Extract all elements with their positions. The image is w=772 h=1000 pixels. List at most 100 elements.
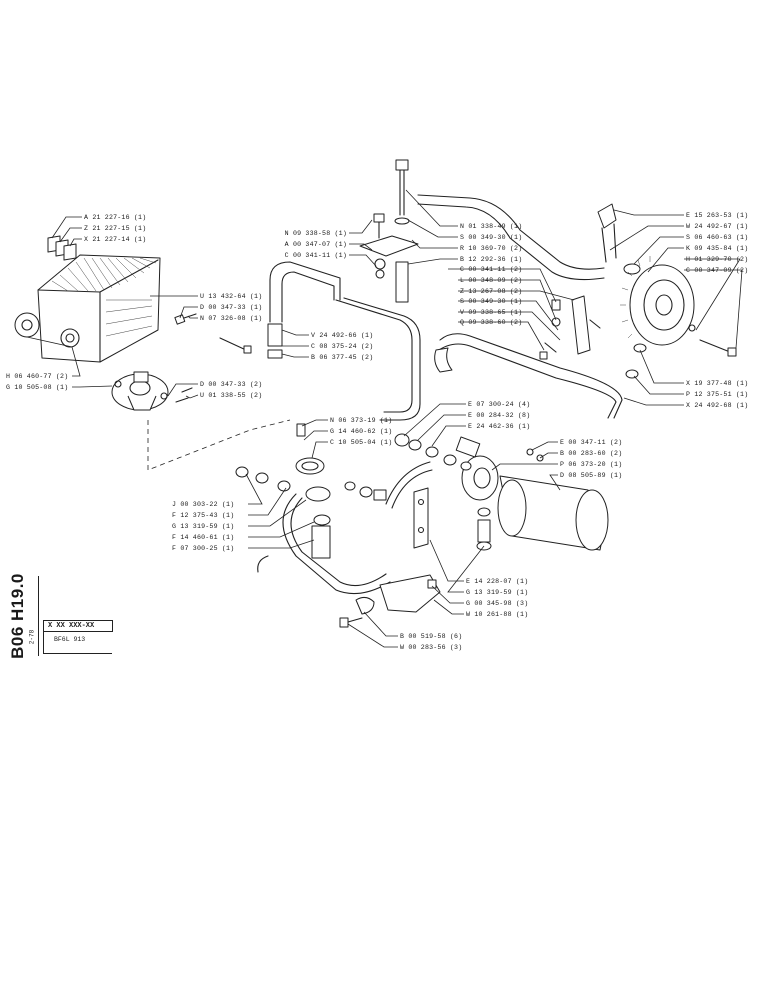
part-label: Q 09 338-60 (2) <box>460 319 522 326</box>
dashed-line-drawing <box>147 419 291 471</box>
callout-labels: A 21 227-16 (1)Z 21 227-15 (1)X 21 227-1… <box>6 212 748 651</box>
part-label: S 06 460-63 (1) <box>686 234 748 241</box>
part-label: Z 13 267-08 (2) <box>460 288 522 295</box>
part-label: N 01 338-49 (1) <box>460 223 522 230</box>
leader-line <box>458 311 561 341</box>
part-label: G 13 319-59 (1) <box>172 523 234 530</box>
gasket-plates-drawing <box>47 235 77 261</box>
part-label: K 09 435-84 (1) <box>686 245 748 252</box>
leader-line <box>684 258 741 331</box>
leader-lines <box>26 189 743 648</box>
leader-line <box>633 236 684 265</box>
part-label: E 07 300-24 (4) <box>468 401 530 408</box>
leader-line <box>633 375 684 395</box>
leader-line <box>281 329 309 336</box>
leader-line <box>245 473 263 505</box>
oil-filter-drawing <box>455 436 609 551</box>
part-label: P 06 373-20 (1) <box>560 461 622 468</box>
ref-number-text: X XX XXX-XX <box>48 622 95 630</box>
round-gasket-drawing <box>14 312 40 338</box>
leader-line <box>363 611 398 637</box>
part-label: H 06 460-77 (2) <box>6 373 68 380</box>
part-label: G 13 319-59 (1) <box>466 589 528 596</box>
leader-line <box>248 539 315 549</box>
leader-line <box>301 419 328 427</box>
long-pipe-center-drawing <box>335 297 421 421</box>
part-label: E 00 284-32 (8) <box>468 412 530 419</box>
leader-line <box>531 441 558 451</box>
leader-line <box>433 599 464 615</box>
filter-housing-drawing <box>111 371 193 411</box>
part-label: P 12 375-51 (1) <box>686 391 748 398</box>
leader-line <box>167 383 198 397</box>
part-label: W 10 261-88 (1) <box>466 611 528 618</box>
lower-fitting-drawing <box>476 507 492 551</box>
part-label: B 00 519-58 (6) <box>400 633 462 640</box>
part-label: D 08 505-89 (1) <box>560 472 622 479</box>
sheet-code: B06 H19.0 <box>8 573 27 659</box>
part-label: N 09 338-58 (1) <box>285 230 347 237</box>
part-label: F 14 460-61 (1) <box>172 534 234 541</box>
part-label: N 06 373-19 (1) <box>330 417 392 424</box>
sheet-code-text: B06 H19.0 <box>8 573 27 659</box>
leader-line <box>403 403 466 437</box>
leader-line <box>248 521 315 538</box>
part-label: V 24 492-66 (1) <box>311 332 373 339</box>
part-label: B 12 292-36 (1) <box>460 256 522 263</box>
leader-line <box>407 219 458 238</box>
leader-line <box>613 209 684 216</box>
leader-line <box>639 349 684 384</box>
leader-line <box>647 247 684 273</box>
bracket-plate-drawing <box>413 487 429 549</box>
sheet-date: 2-78 <box>28 622 36 652</box>
lower-hoses-drawing <box>257 461 433 595</box>
leader-line <box>431 585 464 604</box>
part-label: J 00 303-22 (1) <box>172 501 234 508</box>
leader-line <box>458 321 545 351</box>
part-label: L 00 348-09 (2) <box>460 277 522 284</box>
pump-pipe-drawing <box>434 333 623 419</box>
leader-line <box>248 487 287 516</box>
part-label: X 19 377-48 (1) <box>686 380 748 387</box>
part-label: H 01 329-70 (2) <box>686 256 748 263</box>
part-label: E 00 347-11 (2) <box>560 439 622 446</box>
leader-line <box>26 336 81 377</box>
part-label: C 00 341-11 (1) <box>285 252 347 259</box>
part-label: V 09 338-65 (1) <box>460 309 522 316</box>
leader-line <box>458 279 557 321</box>
leader-line <box>609 225 684 251</box>
part-label: E 24 462-36 (1) <box>468 423 530 430</box>
oil-cooler-drawing <box>37 254 161 363</box>
sheet-date-text: 2-78 <box>28 629 36 645</box>
part-label: A 21 227-16 (1) <box>84 214 146 221</box>
part-label: G 10 505-08 (1) <box>6 384 68 391</box>
leader-line <box>349 243 373 251</box>
part-label: E 15 263-53 (1) <box>686 212 748 219</box>
leader-line <box>69 238 82 247</box>
leader-line <box>458 300 559 331</box>
leader-line <box>623 397 684 406</box>
leader-line <box>185 394 199 399</box>
part-label: C 00 347-09 (2) <box>686 267 748 274</box>
leader-line <box>303 430 328 441</box>
leader-line <box>411 239 458 249</box>
part-label: Z 21 227-15 (1) <box>84 225 146 232</box>
leader-line <box>407 258 458 265</box>
leader-line <box>347 623 398 648</box>
model-text: BF6L 913 <box>54 636 86 643</box>
leader-line <box>549 474 561 491</box>
part-label: X 24 492-68 (1) <box>686 402 748 409</box>
part-label: B 06 377-45 (2) <box>311 354 373 361</box>
pump-small-parts-drawing <box>539 295 601 360</box>
leader-line <box>429 539 464 582</box>
part-label: W 24 492-67 (1) <box>686 223 748 230</box>
long-bolt-drawing <box>394 159 410 303</box>
leader-line <box>447 545 485 593</box>
leader-line <box>281 353 309 358</box>
part-label: B 00 283-60 (2) <box>560 450 622 457</box>
part-label: C 10 505-04 (1) <box>330 439 392 446</box>
leader-line <box>448 268 557 303</box>
water-pump-drawing <box>620 256 737 379</box>
part-label: S 00 349-30 (1) <box>460 298 522 305</box>
